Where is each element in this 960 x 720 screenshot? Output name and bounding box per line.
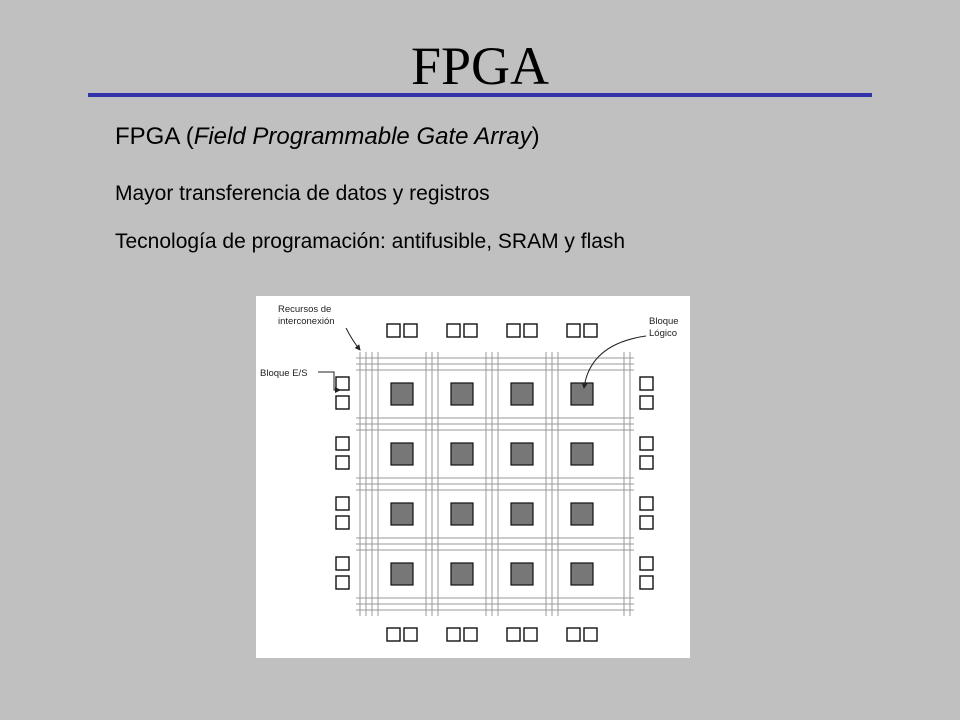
logic-block bbox=[450, 562, 474, 586]
io-block-ring bbox=[335, 323, 654, 642]
logic-block bbox=[390, 442, 414, 466]
logic-block bbox=[510, 562, 534, 586]
io-block bbox=[335, 376, 350, 391]
io-block bbox=[463, 323, 478, 338]
bullet-fpga-prefix: FPGA ( bbox=[115, 123, 194, 150]
bullet-fpga-suffix: ) bbox=[531, 123, 540, 150]
arrow-logic-block bbox=[581, 335, 647, 389]
io-block bbox=[639, 455, 654, 470]
bullet-fpga-definition: FPGA (Field Programmable Gate Array) bbox=[115, 122, 540, 152]
io-block bbox=[566, 627, 581, 642]
io-block bbox=[583, 323, 598, 338]
logic-block bbox=[570, 442, 594, 466]
io-block bbox=[639, 395, 654, 410]
bullet-fpga-expansion: Field Programmable Gate Array bbox=[193, 123, 532, 150]
bullet-data-transfer: Mayor transferencia de datos y registros bbox=[115, 182, 490, 205]
io-block bbox=[403, 323, 418, 338]
label-logic-block-line1: Bloque bbox=[649, 316, 679, 327]
io-block bbox=[639, 376, 654, 391]
io-block bbox=[335, 436, 350, 451]
io-block bbox=[335, 395, 350, 410]
io-block bbox=[463, 627, 478, 642]
io-block bbox=[335, 515, 350, 530]
logic-block bbox=[450, 382, 474, 406]
logic-block bbox=[570, 382, 594, 406]
io-block bbox=[446, 323, 461, 338]
io-block bbox=[386, 627, 401, 642]
logic-block bbox=[510, 382, 534, 406]
logic-block bbox=[390, 562, 414, 586]
io-block bbox=[566, 323, 581, 338]
logic-block bbox=[510, 502, 534, 526]
fpga-diagram-svg: Recursos de interconexión Bloque Lógico … bbox=[260, 304, 679, 642]
io-block bbox=[506, 323, 521, 338]
label-interconnect-line2: interconexión bbox=[278, 316, 335, 327]
io-block bbox=[583, 627, 598, 642]
arrow-interconnect bbox=[345, 327, 361, 351]
io-block bbox=[639, 556, 654, 571]
io-block bbox=[506, 627, 521, 642]
logic-block bbox=[570, 502, 594, 526]
io-block bbox=[335, 556, 350, 571]
logic-block bbox=[450, 502, 474, 526]
io-block bbox=[523, 323, 538, 338]
logic-block bbox=[510, 442, 534, 466]
title-underline bbox=[88, 93, 872, 97]
io-block bbox=[335, 496, 350, 511]
io-block bbox=[639, 496, 654, 511]
bullet-programming-technology: Tecnología de programación: antifusible,… bbox=[115, 230, 626, 253]
label-io-block: Bloque E/S bbox=[260, 368, 308, 379]
io-block bbox=[403, 627, 418, 642]
page-title: FPGA bbox=[410, 36, 550, 96]
io-block bbox=[523, 627, 538, 642]
io-block bbox=[639, 515, 654, 530]
logic-block-array bbox=[390, 382, 594, 586]
io-block bbox=[335, 455, 350, 470]
arrow-io-block bbox=[318, 371, 341, 393]
label-logic-block-line2: Lógico bbox=[649, 328, 677, 339]
logic-block bbox=[390, 382, 414, 406]
io-block bbox=[335, 575, 350, 590]
fpga-architecture-diagram: Recursos de interconexión Bloque Lógico … bbox=[256, 296, 690, 658]
logic-block bbox=[450, 442, 474, 466]
interconnect-grid bbox=[356, 352, 634, 616]
label-interconnect-line1: Recursos de bbox=[278, 304, 331, 315]
io-block bbox=[639, 575, 654, 590]
io-block bbox=[446, 627, 461, 642]
logic-block bbox=[570, 562, 594, 586]
io-block bbox=[639, 436, 654, 451]
io-block bbox=[386, 323, 401, 338]
logic-block bbox=[390, 502, 414, 526]
